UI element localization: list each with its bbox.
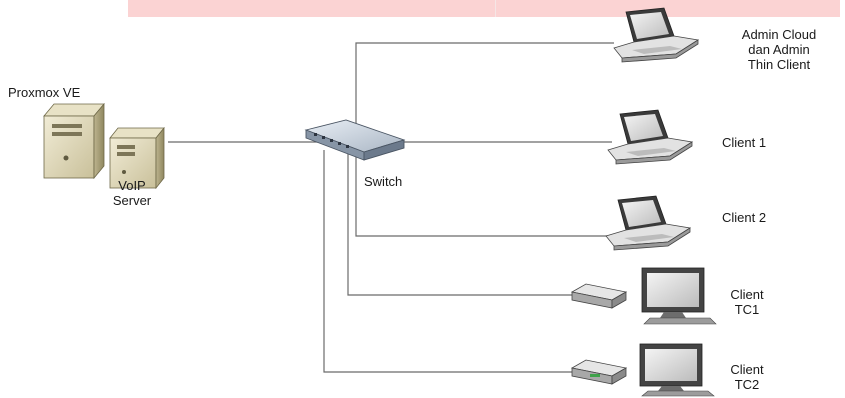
thin-client-tc2-icon xyxy=(570,343,715,397)
label-client-1: Client 1 xyxy=(722,135,767,150)
laptop-client1-icon xyxy=(607,109,694,165)
label-tc1-line2: TC1 xyxy=(734,302,760,317)
link-switch-client2 xyxy=(355,152,610,237)
label-admin-line2: dan Admin xyxy=(748,42,810,57)
label-switch: Switch xyxy=(364,174,403,189)
label-voip-line1: VoIP xyxy=(118,178,146,193)
thin-client-tc1-icon xyxy=(570,267,717,325)
label-client-2: Client 2 xyxy=(722,210,767,225)
label-voip-server: VoIP Server xyxy=(100,178,164,208)
switch-icon xyxy=(304,119,406,161)
link-switch-admin xyxy=(355,42,614,138)
laptop-client2-icon xyxy=(605,195,692,251)
banner-divider xyxy=(495,0,496,17)
label-proxmox-ve: Proxmox VE xyxy=(8,85,81,100)
label-tc2-line1: Client xyxy=(730,362,764,377)
label-tc1-line1: Client xyxy=(730,287,764,302)
proxmox-server-icon xyxy=(43,102,105,180)
label-tc2-line2: TC2 xyxy=(734,377,760,392)
label-voip-line2: Server xyxy=(112,193,152,208)
label-admin-line1: Admin Cloud xyxy=(741,27,817,42)
link-switch-tc2 xyxy=(323,150,574,373)
monitor-tc1-icon xyxy=(641,267,717,325)
link-switch-tc1 xyxy=(347,152,574,296)
label-client-tc2: Client TC2 xyxy=(722,362,772,392)
laptop-admin-icon xyxy=(613,7,700,63)
label-admin-line3: Thin Client xyxy=(747,57,811,72)
label-admin-cloud: Admin Cloud dan Admin Thin Client xyxy=(716,27,842,72)
voip-server-icon xyxy=(109,126,165,190)
label-client-tc1: Client TC1 xyxy=(722,287,772,317)
monitor-tc2-icon xyxy=(639,343,715,397)
connection-links xyxy=(168,42,614,373)
